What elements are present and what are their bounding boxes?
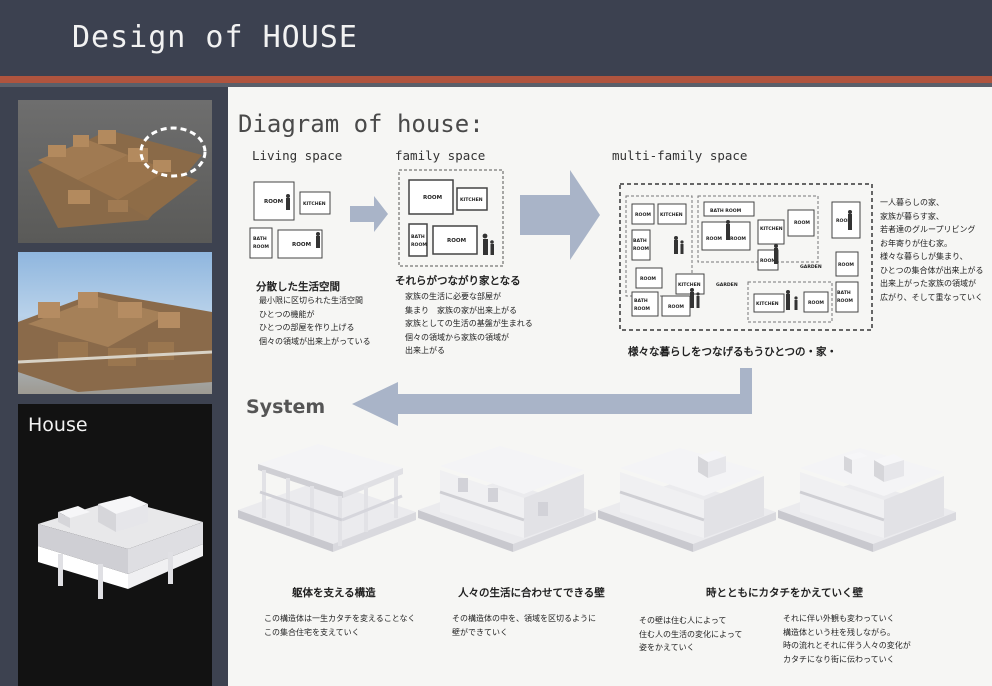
header-bar: [0, 0, 992, 78]
svg-text:ROOM: ROOM: [292, 242, 311, 248]
living-space-diagram: ROOM KITCHEN BATH ROOM ROOM: [249, 181, 331, 259]
white-model-panel: House: [18, 404, 212, 686]
living-heading: 分散した生活空間: [256, 281, 340, 293]
model-photo-middle: [18, 252, 212, 394]
svg-text:ROOM: ROOM: [668, 304, 684, 310]
system-structure-heading: 躯体を支える構造: [292, 587, 376, 599]
svg-text:ROOM: ROOM: [634, 306, 650, 312]
svg-text:BATH ROOM: BATH ROOM: [710, 208, 742, 214]
living-space-label: Living space: [252, 148, 343, 163]
arrow-return: [352, 368, 752, 426]
main-panel: [228, 87, 992, 686]
svg-text:ROOM: ROOM: [706, 236, 722, 242]
svg-text:ROOM: ROOM: [264, 199, 283, 205]
svg-text:ROOM: ROOM: [836, 218, 852, 224]
system-title: System: [246, 396, 326, 418]
system-walls-text: その構造体の中を、領域を区切るように 壁ができていく: [452, 614, 596, 637]
svg-text:BATH: BATH: [253, 236, 267, 242]
family-heading: それらがつながり家となる: [395, 275, 521, 287]
system-model-structure: [238, 444, 416, 552]
svg-text:KITCHEN: KITCHEN: [756, 301, 779, 307]
svg-text:KITCHEN: KITCHEN: [760, 226, 783, 232]
svg-text:ROOM: ROOM: [447, 238, 466, 244]
arrow-right-1: [350, 196, 388, 232]
svg-text:ROOM: ROOM: [640, 276, 656, 282]
model-photo-top: [18, 100, 212, 243]
system-structure-text: この構造体は一生カタチを変えることなく この集合住宅を支えていく: [264, 614, 416, 637]
arrow-right-2: [520, 170, 600, 260]
living-description: 最小限に区切られた生活空間 ひとつの機能が ひとつの部屋を作り上げる 個々の領域…: [259, 296, 371, 346]
svg-text:ROOM: ROOM: [760, 258, 776, 264]
system-walls-heading: 人々の生活に合わせてできる壁: [458, 587, 605, 599]
svg-text:ROOM: ROOM: [808, 300, 824, 306]
svg-text:ROOM: ROOM: [253, 244, 269, 250]
svg-text:GARDEN: GARDEN: [716, 282, 738, 288]
system-model-walls: [418, 446, 596, 552]
svg-text:ROOM: ROOM: [837, 298, 853, 304]
svg-text:BATH: BATH: [837, 290, 851, 296]
house-label: House: [28, 414, 88, 436]
svg-text:ROOM: ROOM: [633, 246, 649, 252]
accent-stripe: [0, 76, 992, 83]
system-model-changing-2: [778, 448, 956, 552]
multi-side-description: 一人暮らしの家、 家族が暮らす家、 若者達のグループリビング お年寄りが住む家。…: [880, 198, 984, 302]
page-title: Design of HOUSE: [72, 20, 358, 55]
svg-text:KITCHEN: KITCHEN: [678, 282, 701, 288]
system-model-changing-1: [598, 448, 776, 552]
multi-family-space-label: multi-family space: [612, 148, 748, 163]
system-changing-heading: 時とともにカタチをかえていく壁: [706, 587, 863, 599]
header-underline: [0, 83, 992, 87]
svg-text:BATH: BATH: [411, 234, 425, 240]
multi-caption: 様々な暮らしをつなげるもうひとつの・家・: [628, 346, 837, 358]
system-changing-text-a: その壁は住む人によって 住む人の生活の変化によって 姿をかえていく: [639, 616, 743, 652]
multi-family-diagram: ROOM KITCHEN BATH ROOM ROOM KITCHEN BATH R…: [619, 183, 873, 331]
svg-text:ROOM: ROOM: [838, 262, 854, 268]
svg-text:GARDEN: GARDEN: [800, 264, 822, 270]
svg-text:ROOM: ROOM: [635, 212, 651, 218]
svg-text:BATH: BATH: [633, 238, 647, 244]
svg-text:ROOM: ROOM: [794, 220, 810, 226]
family-space-label: family space: [395, 148, 486, 163]
svg-text:KITCHEN: KITCHEN: [303, 201, 326, 207]
svg-text:ROOM: ROOM: [423, 195, 442, 201]
svg-text:BATH: BATH: [634, 298, 648, 304]
svg-text:KITCHEN: KITCHEN: [660, 212, 683, 218]
svg-text:KITCHEN: KITCHEN: [460, 197, 483, 203]
diagram-title: Diagram of house:: [238, 110, 484, 138]
svg-text:ROOM: ROOM: [730, 236, 746, 242]
system-changing-text-b: それに伴い外観も変わっていく 構造体という柱を残しながら。 時の流れとそれに伴う…: [783, 614, 911, 664]
svg-text:ROOM: ROOM: [411, 242, 427, 248]
family-description: 家族の生活に必要な部屋が 集まり 家族の家が出来上がる 家族としての生活の基盤が…: [405, 292, 533, 355]
family-space-diagram: ROOM KITCHEN BATH ROOM ROOM: [398, 169, 504, 267]
